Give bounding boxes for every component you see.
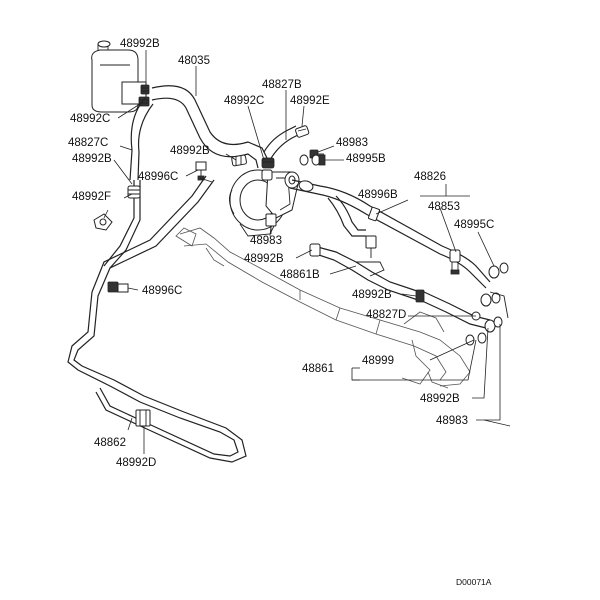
- label-48983-bottom: 48983: [436, 415, 468, 427]
- label-48827C: 48827C: [68, 137, 108, 149]
- label-48992B-pump: 48992B: [170, 145, 210, 157]
- clamp-48992C-pump: [261, 157, 275, 169]
- leader-lines: [103, 50, 511, 454]
- label-48983-top: 48983: [336, 137, 368, 149]
- clamp-48992B-pump: [231, 154, 247, 167]
- steering-gearbox: [175, 227, 471, 389]
- label-48992C-left: 48992C: [70, 113, 110, 125]
- reservoir-tank: [91, 40, 147, 113]
- hose-48861B: [309, 235, 421, 301]
- label-48992B-left: 48992B: [72, 153, 112, 165]
- clamp-48992F: [127, 185, 141, 199]
- label-48827B: 48827B: [262, 79, 302, 91]
- label-48996C-top: 48996C: [138, 171, 178, 183]
- return-tube-48862: [67, 175, 247, 463]
- label-48035: 48035: [178, 55, 210, 67]
- label-48992E: 48992E: [290, 95, 330, 107]
- bolt-48996C-low: [107, 281, 129, 293]
- label-48992B-reservoir: 48992B: [120, 38, 160, 50]
- label-48826: 48826: [414, 171, 446, 183]
- label-48862: 48862: [94, 437, 126, 449]
- label-48992B-bottom: 48992B: [420, 393, 460, 405]
- label-48992B-mid: 48992B: [244, 253, 284, 265]
- pressure-hose-48826: [289, 179, 491, 289]
- hose-48827B: [263, 125, 301, 161]
- label-48992B-right: 48992B: [352, 289, 392, 301]
- label-48992D: 48992D: [116, 457, 156, 469]
- part-labels: 48992B 48035 48827B 48992C 48992E 48992C…: [68, 38, 494, 587]
- fitting-right-cluster: [465, 291, 509, 346]
- label-48861: 48861: [302, 363, 334, 375]
- label-48995C: 48995C: [454, 219, 494, 231]
- clamp-48996B: [367, 206, 381, 222]
- label-48983-mid: 48983: [250, 235, 282, 247]
- diagram-code: D00071A: [456, 577, 492, 587]
- power-steering-pump: [229, 169, 300, 237]
- hose-48827D: [415, 289, 491, 329]
- label-48827D: 48827D: [366, 309, 406, 321]
- reservoir-hose-clamp-lower: [138, 96, 150, 107]
- fitting-48853: [449, 249, 461, 275]
- label-48996B: 48996B: [358, 189, 398, 201]
- clip-bracket-left: [93, 213, 113, 231]
- label-48992F: 48992F: [72, 191, 111, 203]
- label-48995B: 48995B: [346, 153, 386, 165]
- label-48999: 48999: [362, 355, 394, 367]
- label-48996C-low: 48996C: [142, 285, 182, 297]
- clamp-48992D: [135, 409, 151, 427]
- reservoir-hose-clamp-upper: [140, 84, 150, 95]
- washer-48995C: [488, 262, 509, 279]
- washer-48995B: [299, 154, 326, 166]
- label-48861B: 48861B: [280, 269, 320, 281]
- label-48853: 48853: [428, 201, 460, 213]
- bolt-48983-mid: [265, 213, 277, 234]
- clamp-48992E: [295, 125, 310, 138]
- label-48992C-top: 48992C: [224, 95, 264, 107]
